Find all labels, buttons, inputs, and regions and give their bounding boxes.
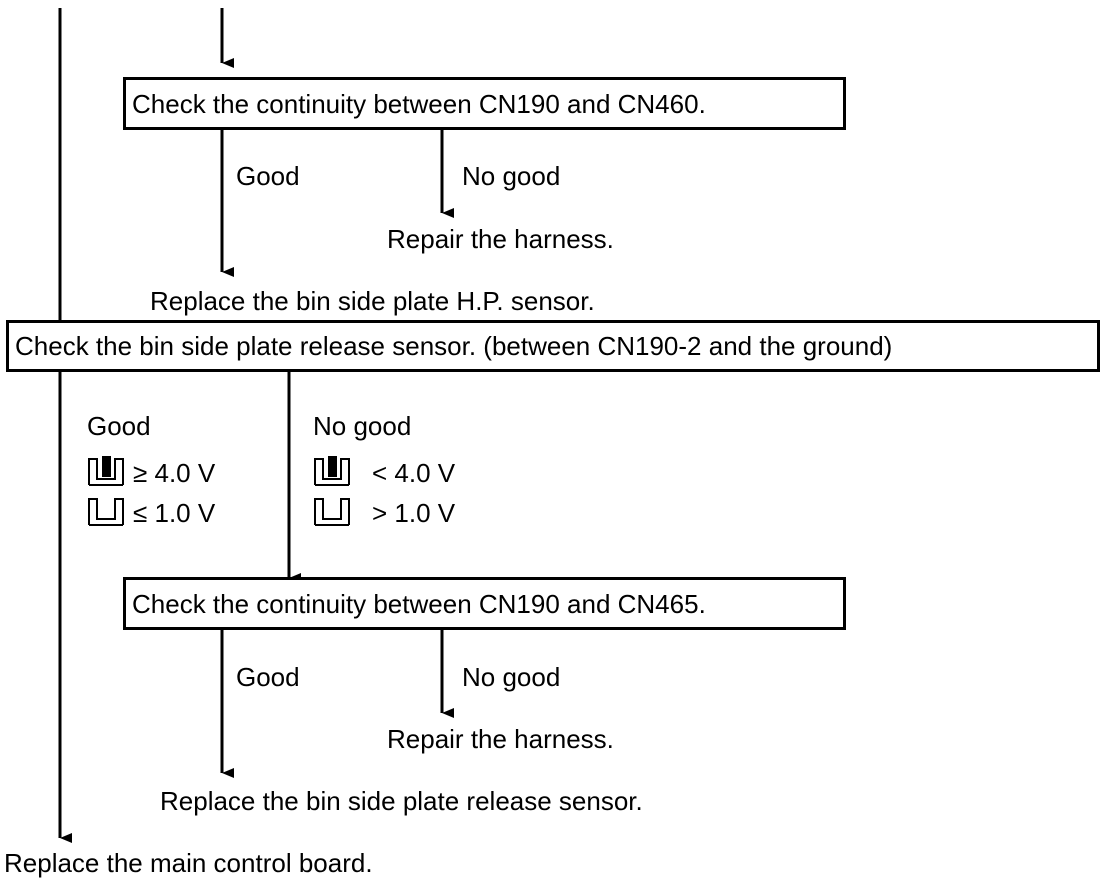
s2-good-open-value: ≤ 1.0 V [133,498,216,528]
s2-nogood-blocked-value: < 4.0 V [372,458,456,488]
s3-replace-release-sensor: Replace the bin side plate release senso… [160,786,643,816]
s2-nogood-label: No good [313,411,412,441]
s2-good-label: Good [87,411,151,441]
replace-main-control-board: Replace the main control board. [4,848,373,878]
s2-good-blocked-value: ≥ 4.0 V [133,458,216,488]
s1-nogood-label: No good [462,161,561,191]
check-continuity-cn460-text: Check the continuity between CN190 and C… [132,88,706,119]
sensor-blocked-icon [88,456,124,486]
sensor-open-icon [88,498,124,526]
sensor-open-icon [314,498,350,526]
s3-good-label: Good [236,662,300,692]
sensor-blocked-icon [314,456,350,486]
s1-good-label: Good [236,161,300,191]
check-release-sensor-box: Check the bin side plate release sensor.… [6,320,1100,372]
check-continuity-cn465-box: Check the continuity between CN190 and C… [123,577,846,630]
s3-nogood-label: No good [462,662,561,692]
s1-replace-hp-sensor: Replace the bin side plate H.P. sensor. [150,286,595,316]
s1-repair-harness: Repair the harness. [387,224,614,254]
check-continuity-cn465-text: Check the continuity between CN190 and C… [132,588,706,619]
check-continuity-cn460-box: Check the continuity between CN190 and C… [123,77,846,130]
check-release-sensor-text: Check the bin side plate release sensor.… [15,331,893,361]
s2-nogood-open-value: > 1.0 V [372,498,456,528]
s3-repair-harness: Repair the harness. [387,724,614,754]
